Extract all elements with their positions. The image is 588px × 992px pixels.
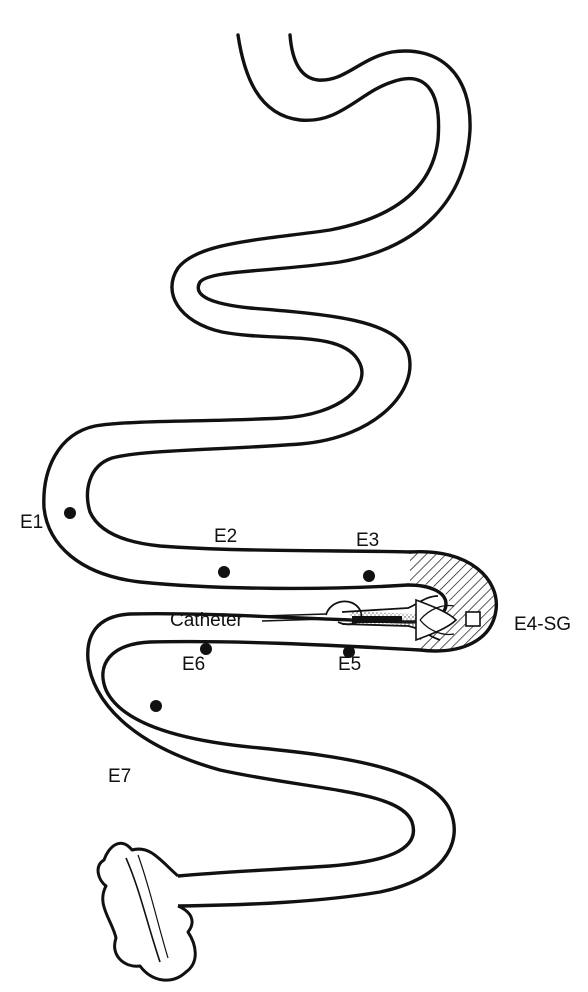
- intestine-outer-bend: [101, 550, 498, 908]
- electrode-e4-square: [465, 611, 481, 627]
- electrode-e3-dot: [363, 570, 375, 582]
- electrode-e5-dot: [343, 646, 355, 658]
- colon-inner-line-2: [137, 854, 169, 959]
- catheter: [261, 595, 458, 642]
- label-e4-sg: E4-SG: [514, 614, 571, 635]
- electrode-e6-dot: [200, 643, 212, 655]
- colon-inner-line: [125, 857, 161, 963]
- colon-end: [96, 841, 197, 982]
- label-catheter: Catheter: [170, 610, 244, 631]
- intestine-inner-bend: [86, 583, 448, 878]
- electrode-e2-dot: [218, 566, 230, 578]
- label-e3: E3: [356, 530, 379, 551]
- label-e5: E5: [338, 654, 361, 675]
- electrode-e1-dot: [64, 507, 76, 519]
- label-e1: E1: [20, 512, 43, 533]
- label-e2: E2: [214, 526, 237, 547]
- electrode-e7-dot: [150, 700, 162, 712]
- stomach-inner-outline: [85, 33, 472, 554]
- esophagus-stomach-outline: [42, 33, 441, 591]
- label-e7: E7: [108, 766, 131, 787]
- label-e6: E6: [182, 654, 205, 675]
